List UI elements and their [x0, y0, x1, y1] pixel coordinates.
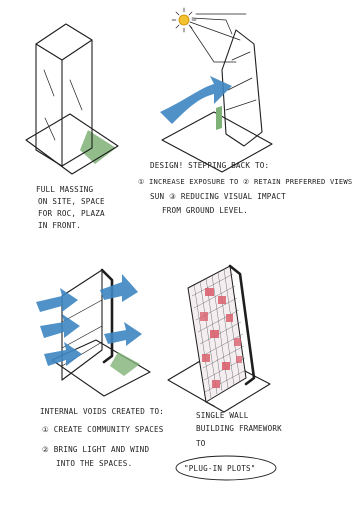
green-strip	[216, 106, 222, 130]
note-panel-3: INTERNAL VOIDS CREATED TO: ① CREATE COMM…	[40, 407, 164, 468]
tower-hatch	[44, 70, 82, 140]
note-1-line-3: FOR ROC, PLAZA	[38, 209, 105, 218]
note-3-line-1: INTERNAL VOIDS CREATED TO:	[40, 407, 164, 416]
wind-arrow-5	[104, 322, 142, 346]
wind-arrow-2	[40, 314, 80, 338]
note-panel-1: FULL MASSING ON SITE, SPACE FOR ROC, PLA…	[36, 185, 105, 230]
sun-icon	[172, 8, 196, 32]
sun-ray-lines	[190, 14, 246, 62]
note-3-line-2: ① CREATE COMMUNITY SPACES	[42, 425, 164, 434]
note-panel-4: SINGLE WALL BUILDING FRAMEWORK TO "PLUG-…	[176, 411, 282, 480]
panel-4-single-wall	[168, 266, 270, 412]
note-3-line-3: ② BRING LIGHT AND WIND	[42, 445, 149, 454]
panel-1-full-massing	[26, 24, 118, 174]
note-2-line-4: FROM GROUND LEVEL.	[162, 206, 248, 215]
plaza-shading-3	[110, 352, 140, 376]
note-panel-2: DESIGN! STEPPING BACK TO: ① INCREASE EXP…	[138, 161, 352, 215]
panel-3-internal-voids	[36, 270, 150, 396]
wind-arrow-3	[44, 342, 82, 366]
note-4-line-4: "PLUG-IN PLOTS"	[184, 464, 256, 473]
note-3-line-4: INTO THE SPACES.	[56, 459, 132, 468]
plaza-shading	[80, 130, 116, 164]
wind-arrow-1	[36, 288, 78, 312]
note-4-line-2: BUILDING FRAMEWORK	[196, 424, 282, 433]
panel-2-stepped-back	[160, 8, 272, 172]
note-4-line-1: SINGLE WALL	[196, 411, 249, 420]
note-1-line-2: ON SITE, SPACE	[38, 197, 105, 206]
stepped-tower-lines	[226, 52, 256, 110]
note-4-line-3: TO	[196, 439, 206, 448]
wall-frame-base	[206, 402, 214, 406]
note-2-line-1: DESIGN! STEPPING BACK TO:	[150, 161, 269, 170]
note-1-line-1: FULL MASSING	[36, 185, 93, 194]
wind-arrow-4	[100, 274, 138, 302]
note-2-line-2: ① INCREASE EXPOSURE TO ② RETAIN PREFERRE…	[138, 177, 352, 186]
note-1-line-4: IN FRONT.	[38, 221, 81, 230]
note-2-line-3: SUN ③ REDUCING VISUAL IMPACT	[150, 192, 286, 201]
